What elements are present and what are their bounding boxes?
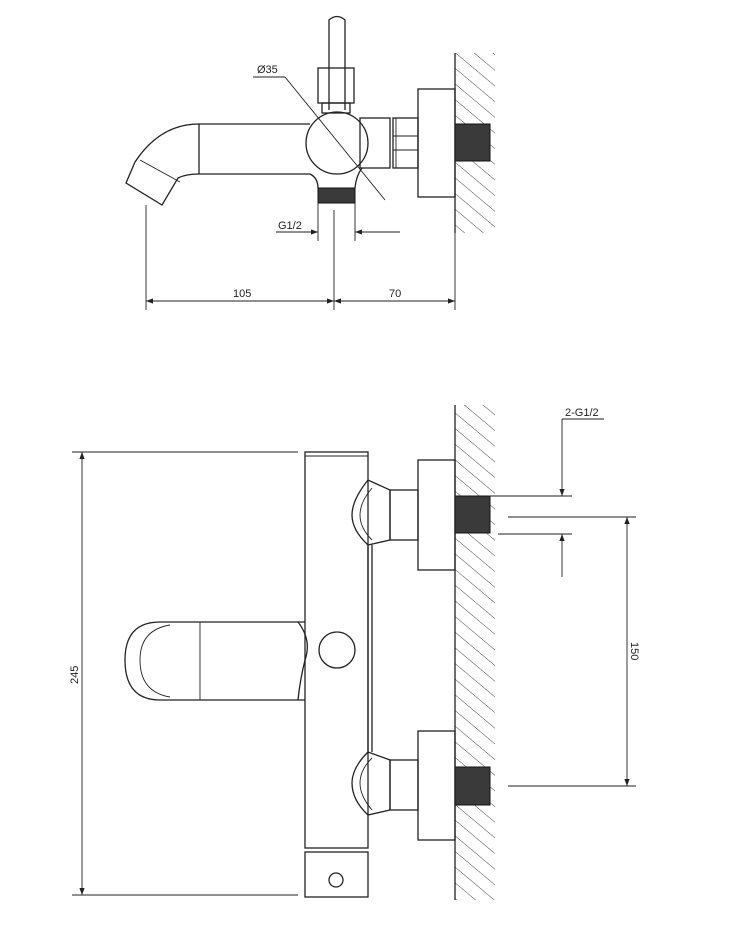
bottom-cap <box>304 851 369 898</box>
bottom-thread <box>317 187 356 204</box>
dim-70: 70 <box>389 288 401 300</box>
dim-105: 105 <box>233 288 251 300</box>
thread-label-2: 2-G1/2 <box>565 407 599 419</box>
dim-150: 150 <box>628 642 640 660</box>
body-circle <box>305 111 369 175</box>
upper-flange <box>417 459 456 571</box>
spout-front <box>124 621 305 701</box>
diameter-label: Ø35 <box>257 64 278 76</box>
spout <box>125 123 310 206</box>
top-view: Ø35 G1/2 105 70 <box>125 15 495 310</box>
connector <box>392 117 419 169</box>
lower-thread <box>454 766 491 806</box>
front-view: 245 150 2-G1/2 <box>69 405 640 900</box>
upper-connector <box>389 489 419 541</box>
lower-flange <box>417 730 456 841</box>
thread-label: G1/2 <box>278 220 302 232</box>
control-knob <box>318 631 356 669</box>
body-right <box>359 117 391 169</box>
upper-thread <box>454 495 491 534</box>
handle-lever <box>317 15 355 114</box>
wall-flange <box>417 88 456 198</box>
lower-fitting <box>351 751 391 816</box>
thermostat-body <box>304 451 369 849</box>
wall-hatch <box>455 405 495 900</box>
lower-connector <box>389 759 419 811</box>
outlet-circle <box>328 872 344 888</box>
wall-thread <box>454 123 491 162</box>
dim-245: 245 <box>69 666 81 684</box>
